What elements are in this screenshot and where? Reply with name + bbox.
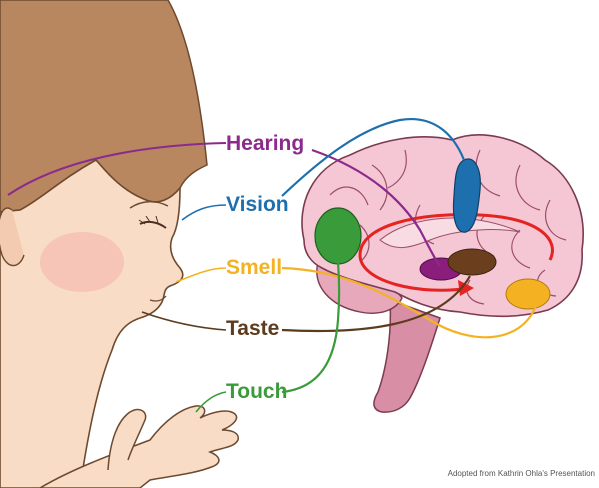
touch-label: Touch xyxy=(226,381,287,402)
taste-connector xyxy=(142,312,226,330)
cheek-blush xyxy=(40,232,124,292)
vision-connector xyxy=(182,205,226,220)
smell-region xyxy=(506,279,550,309)
smell-label: Smell xyxy=(226,257,282,278)
source-credit: Adopted from Kathrin Ohla's Presentation xyxy=(448,469,595,478)
brainstem xyxy=(374,300,440,412)
taste-region xyxy=(448,249,496,275)
vision-label: Vision xyxy=(226,194,289,215)
touch-region xyxy=(315,208,361,264)
taste-label: Taste xyxy=(226,318,279,339)
hearing-label: Hearing xyxy=(226,133,304,154)
